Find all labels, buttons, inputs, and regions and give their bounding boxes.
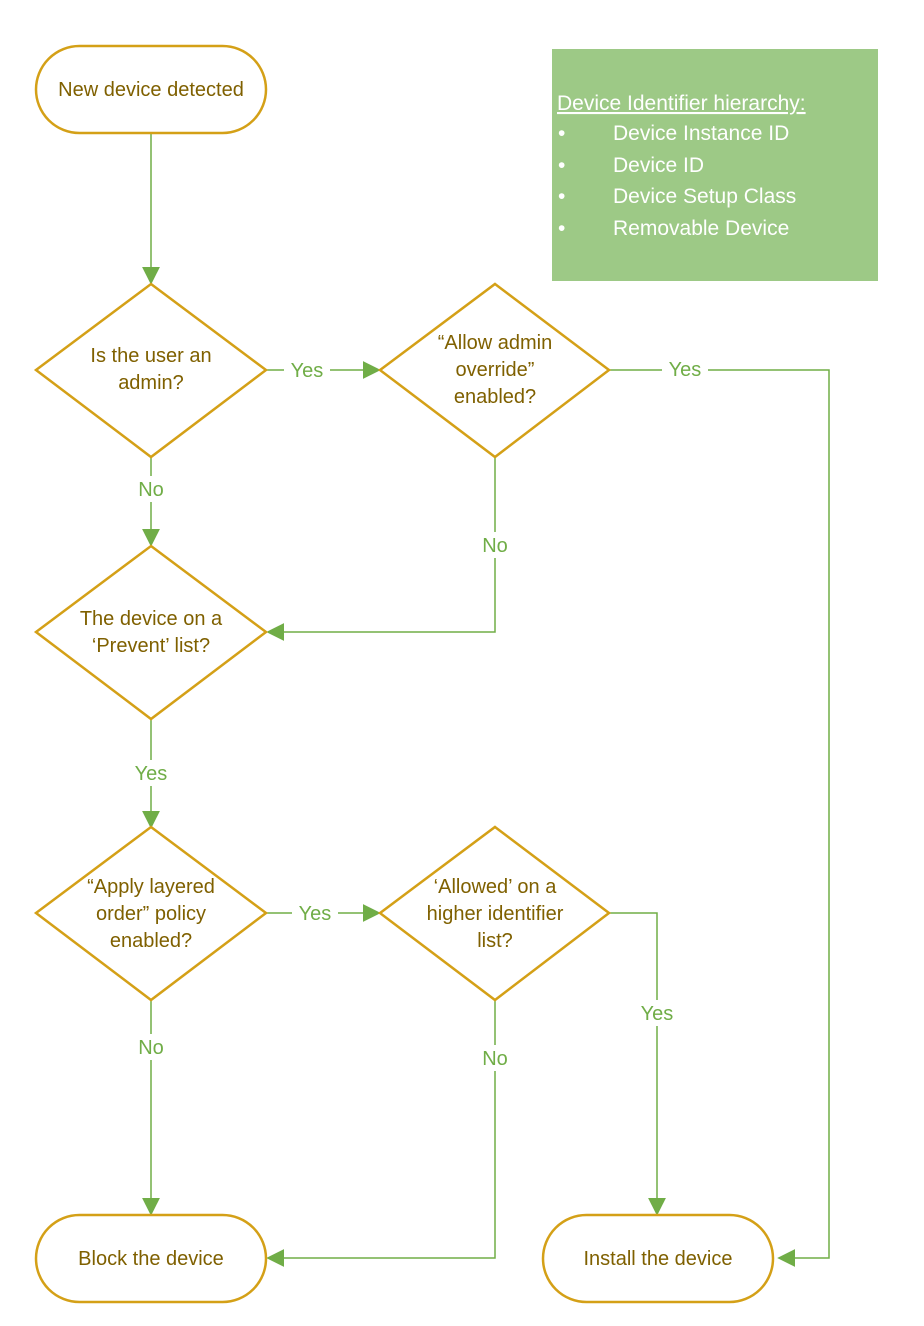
layered-order-label: enabled? <box>110 930 192 952</box>
label-layered-yes: Yes <box>299 903 332 925</box>
legend-bullet: • <box>558 185 565 208</box>
install-label: Install the device <box>584 1248 733 1270</box>
label-layered-no: No <box>138 1037 164 1059</box>
legend-item: Device Instance ID <box>613 122 789 145</box>
is-admin-label: admin? <box>118 372 184 394</box>
node-texts: New device detected Is the user an admin… <box>58 79 732 1270</box>
edge-allowed-yes <box>609 912 666 1216</box>
allowed-higher-label: list? <box>477 930 513 952</box>
legend-bullet: • <box>558 122 565 145</box>
label-prevent-yes: Yes <box>135 763 168 785</box>
legend-item: Device ID <box>613 154 704 177</box>
install-terminator <box>541 1213 775 1304</box>
prevent-list-label: ‘Prevent’ list? <box>92 635 210 657</box>
legend-item: Removable Device <box>613 217 789 240</box>
label-allowed-no: No <box>482 1048 508 1070</box>
label-allowed-yes: Yes <box>641 1003 674 1025</box>
start-label: New device detected <box>58 79 244 101</box>
label-override-no: No <box>482 535 508 557</box>
edge-override-no <box>266 457 496 641</box>
legend-title: Device Identifier hierarchy: <box>557 92 806 115</box>
prevent-list-label: The device on a <box>80 608 223 630</box>
legend-box <box>552 49 878 281</box>
block-terminator <box>34 1213 268 1304</box>
is-admin-label: Is the user an <box>90 345 211 367</box>
allow-override-label: enabled? <box>454 386 536 408</box>
edge-allowed-no <box>266 1000 496 1267</box>
decision-allowed-higher <box>377 825 612 1002</box>
allowed-higher-label: ‘Allowed’ on a <box>434 876 558 898</box>
legend-bullet: • <box>558 217 565 240</box>
label-admin-no: No <box>138 479 164 501</box>
edge-labels: Yes Yes No No Yes Yes No Yes No <box>128 355 708 1071</box>
decision-allow-override <box>377 282 612 459</box>
block-label: Block the device <box>78 1248 224 1270</box>
decision-layered-order <box>33 825 269 1002</box>
decision-prevent-list <box>33 544 269 721</box>
allow-override-label: override” <box>456 359 535 381</box>
decision-is-admin <box>33 282 269 459</box>
label-override-yes: Yes <box>669 359 702 381</box>
legend-bullet: • <box>558 154 565 177</box>
allow-override-label: “Allow admin <box>438 332 552 354</box>
edge-override-yes <box>609 369 830 1267</box>
label-admin-yes: Yes <box>291 360 324 382</box>
layered-order-label: “Apply layered <box>87 876 215 898</box>
allowed-higher-label: higher identifier <box>427 903 564 925</box>
nodes <box>33 44 775 1304</box>
layered-order-label: order” policy <box>96 903 206 925</box>
legend-item: Device Setup Class <box>613 185 796 208</box>
start-terminator <box>34 44 268 135</box>
legend: Device Identifier hierarchy: • Device In… <box>552 49 878 281</box>
